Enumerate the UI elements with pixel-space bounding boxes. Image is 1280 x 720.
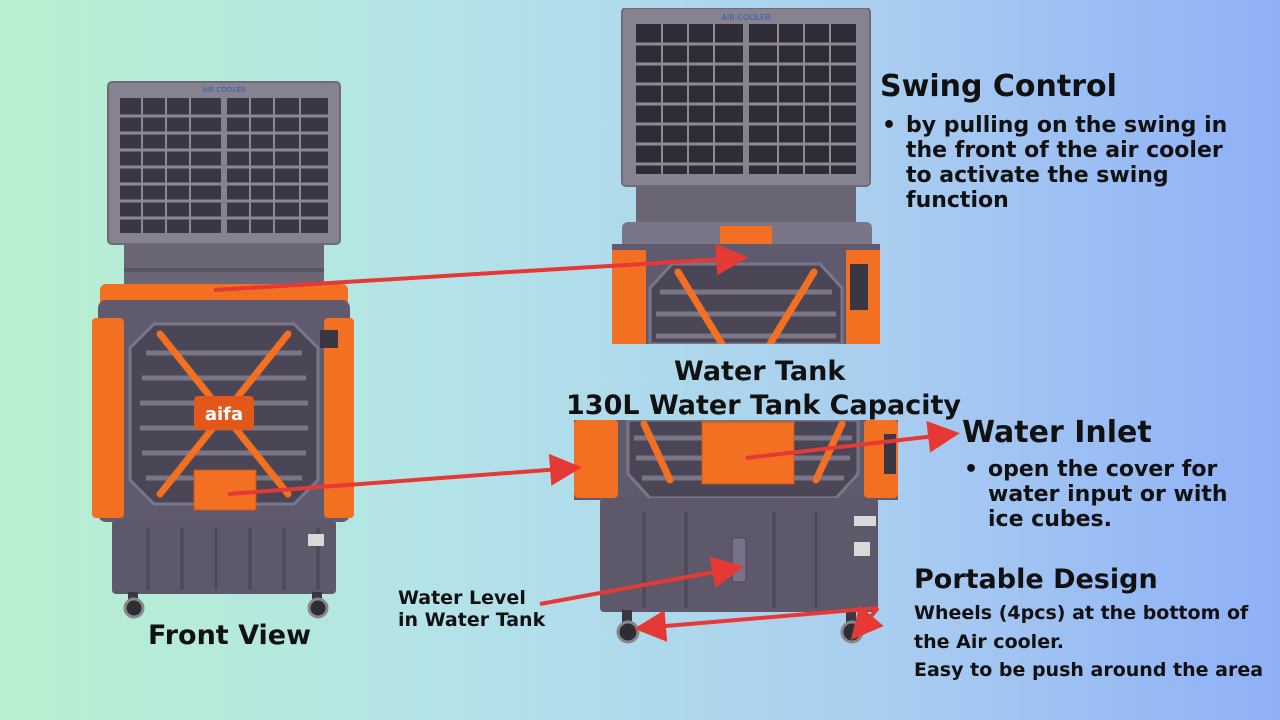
water-inlet-title: Water Inlet <box>962 415 1152 450</box>
swing-control-photo: AIR COOLER <box>612 8 880 344</box>
portable-design-line2: the Air cooler. <box>914 630 1064 653</box>
front-view-label: Front View <box>148 620 312 651</box>
water-tank-title: Water Tank <box>674 356 846 387</box>
front-view-photo: AIR COOLER aifa <box>92 81 354 619</box>
water-inlet-callout: Water Inlet open the cover for water inp… <box>962 415 1262 533</box>
water-level-callout: Water Level in Water Tank <box>398 587 546 632</box>
swing-control-bullets: by pulling on the swing in the front of … <box>880 113 1250 214</box>
water-level-line1: Water Level <box>398 587 526 609</box>
swing-control-title: Swing Control <box>880 69 1117 104</box>
swing-control-callout: Swing Control by pulling on the swing in… <box>880 69 1250 214</box>
water-tank-photo <box>574 420 898 644</box>
brand-logo: aifa <box>205 404 243 425</box>
water-tank-capacity: 130L Water Tank Capacity <box>566 390 962 421</box>
water-level-line2: in Water Tank <box>398 608 546 631</box>
portable-design-line3: Easy to be push around the area <box>914 659 1264 682</box>
portable-design-callout: Portable Design Wheels (4pcs) at the bot… <box>914 564 1264 685</box>
air-cooler-panel-text-top: AIR COOLER <box>721 13 771 22</box>
water-inlet-bullet: open the cover for water input or with i… <box>962 457 1258 533</box>
air-cooler-panel-text: AIR COOLER <box>202 86 245 94</box>
portable-design-title: Portable Design <box>914 564 1158 595</box>
portable-design-line1: Wheels (4pcs) at the bottom of <box>914 602 1249 625</box>
swing-control-bullet: by pulling on the swing in the front of … <box>880 113 1236 214</box>
water-inlet-bullets: open the cover for water input or with i… <box>962 457 1262 533</box>
